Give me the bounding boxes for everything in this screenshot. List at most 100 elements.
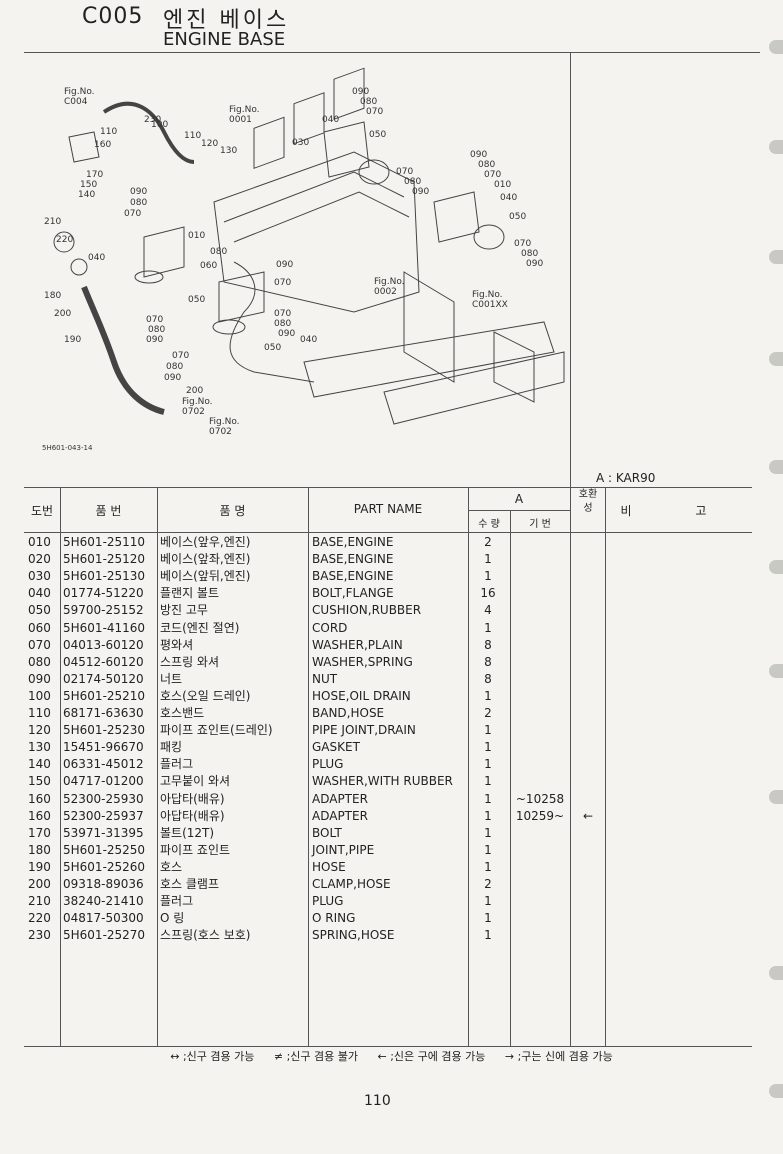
cell-name-kr: 호스	[160, 859, 183, 874]
header-qty: 수 량	[478, 519, 500, 530]
page-title-korean: 엔진 베이스	[163, 8, 290, 33]
fig-ref: 0002	[374, 287, 397, 297]
cell-part-no: 68171-63630	[63, 706, 144, 720]
callout: 040	[300, 335, 317, 345]
cell-qty: 1	[484, 774, 492, 789]
cell-qty: 2	[484, 706, 492, 720]
binder-hole	[769, 352, 783, 366]
cell-name-kr: 호스 클램프	[160, 877, 220, 891]
cell-qty: 1	[484, 569, 492, 584]
header-no: 도번	[30, 504, 54, 518]
fig-ref: Fig.No.	[209, 417, 240, 427]
cell-name-kr: 볼트(12T)	[160, 825, 215, 840]
binder-hole	[769, 40, 783, 54]
cell-part-no: 06331-45012	[63, 757, 144, 772]
cell-qty: 1	[484, 928, 492, 943]
cell-qty: 16	[480, 586, 496, 601]
callout: 080	[478, 160, 495, 170]
binder-hole	[769, 790, 783, 804]
cell-name-kr: 스프링(호스 보호)	[160, 928, 251, 943]
cell-serial: 10259~	[515, 808, 565, 823]
callout: 070	[172, 351, 189, 361]
cell-name-kr: 호스(오일 드레인)	[160, 688, 251, 703]
cell-name-kr: 너트	[160, 671, 183, 686]
binder-hole	[769, 140, 783, 154]
callout: 090	[146, 335, 163, 345]
cell-no: 180	[28, 842, 51, 857]
cell-part-name: O RING	[312, 911, 356, 926]
callout: 140	[78, 190, 95, 200]
cell-part-name: BASE,ENGINE	[312, 569, 394, 584]
cell-part-name: PLUG	[312, 894, 344, 909]
cell-qty: 4	[484, 603, 492, 618]
cell-part-no: 04013-60120	[63, 637, 144, 652]
callout: 050	[264, 343, 281, 353]
cell-qty: 1	[484, 757, 492, 772]
model-note: A : KAR90	[596, 471, 656, 485]
exploded-parts-diagram: Fig.No. C004 Fig.No. 0001 Fig.No. 0002 F…	[42, 67, 565, 452]
cell-no: 170	[28, 825, 51, 840]
callout: 030	[292, 138, 309, 148]
section-code: C005	[82, 4, 144, 29]
cell-part-name: SPRING,HOSE	[312, 928, 395, 943]
cell-part-name: CUSHION,RUBBER	[312, 603, 422, 618]
header-serial: 기 번	[529, 519, 551, 530]
callout: 050	[188, 295, 205, 305]
cell-part-no: 38240-21410	[63, 894, 144, 909]
cell-part-no: 59700-25152	[63, 603, 144, 618]
cell-part-name: NUT	[312, 671, 338, 686]
callout: 110	[100, 127, 117, 137]
callout: 040	[322, 115, 339, 125]
callout: 070	[274, 309, 291, 319]
cell-no: 100	[28, 688, 51, 703]
cell-name-kr: 파이프 죠인트(드레인)	[160, 723, 273, 738]
cell-qty: 1	[484, 688, 492, 703]
cell-part-name: CLAMP,HOSE	[312, 877, 391, 891]
cell-part-no: 53971-31395	[63, 825, 144, 840]
cell-name-kr: O 링	[160, 911, 185, 926]
fig-ref: 0702	[182, 407, 205, 417]
cell-qty: 1	[484, 723, 492, 738]
fig-ref: Fig.No.	[64, 87, 95, 97]
cell-name-kr: 플러그	[160, 894, 194, 909]
col-divider	[468, 487, 469, 1046]
fig-ref: Fig.No.	[472, 290, 503, 300]
callout: 120	[201, 139, 218, 149]
callout: 090	[526, 259, 543, 269]
callout: 070	[484, 170, 501, 180]
cell-name-kr: 방진 고무	[160, 603, 208, 618]
cell-part-no: 04817-50300	[63, 911, 144, 926]
cell-part-no: 5H601-25110	[63, 535, 146, 549]
cell-part-name: HOSE	[312, 859, 346, 874]
callout: 070	[274, 278, 291, 288]
drawing-number: 5H601-043-14	[42, 444, 93, 452]
cell-part-name: BASE,ENGINE	[312, 535, 394, 549]
page-title-english: ENGINE BASE	[163, 29, 286, 50]
header-group: A	[514, 492, 524, 506]
cell-qty: 1	[484, 842, 492, 857]
cell-name-kr: 베이스(앞우,엔진)	[160, 535, 251, 549]
cell-qty: 1	[484, 825, 492, 840]
callout: 150	[80, 180, 97, 190]
cell-name-kr: 아답타(배유)	[160, 791, 225, 806]
group-subrule	[468, 510, 570, 511]
callout: 230	[144, 115, 161, 125]
table-top-rule	[24, 487, 752, 488]
cell-part-no: 04717-01200	[63, 774, 144, 789]
cell-no: 160	[28, 808, 51, 823]
callout: 040	[88, 253, 105, 263]
fig-ref: 0001	[229, 115, 252, 125]
cell-name-kr: 플러그	[160, 757, 194, 772]
col-divider	[308, 487, 309, 1046]
col-divider	[605, 487, 606, 1046]
cell-name-kr: 패킹	[160, 740, 183, 755]
cell-qty: 1	[484, 552, 492, 567]
cell-part-no: 5H601-25250	[63, 842, 146, 857]
cell-part-no: 52300-25937	[63, 808, 144, 823]
frame-rail	[303, 321, 555, 398]
cell-name-kr: 코드(엔진 절연)	[160, 620, 240, 635]
cell-qty: 1	[484, 911, 492, 926]
cell-part-no: 02174-50120	[63, 671, 144, 686]
cell-qty: 8	[484, 637, 492, 652]
cell-no: 060	[28, 620, 51, 635]
